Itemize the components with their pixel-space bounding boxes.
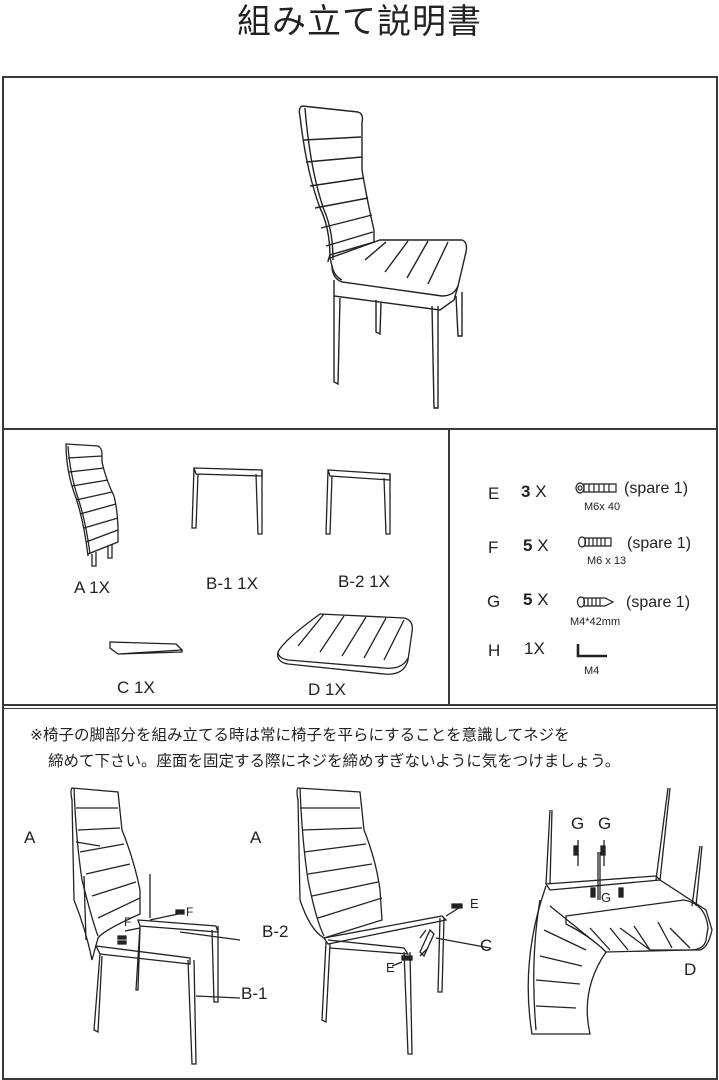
hardware-size: M4	[584, 665, 600, 677]
step3-label-g-right: G	[598, 814, 612, 833]
hero-panel	[2, 76, 718, 1080]
step2-label-e-bottom: E	[386, 960, 395, 975]
step1-illustration	[0, 780, 300, 1080]
step3-label-d: D	[684, 960, 697, 979]
step2-label-a: A	[250, 828, 262, 847]
part-b2-leg-frame-illustration	[324, 468, 394, 536]
hardware-qty: 5 X	[523, 536, 549, 555]
divider	[2, 708, 718, 709]
hardware-qty: 1X	[524, 639, 545, 658]
wood-screw-icon	[577, 596, 615, 608]
divider	[2, 428, 718, 430]
hardware-size: M6 x 13	[587, 555, 627, 567]
hardware-letter: F	[488, 538, 499, 557]
bolt-icon	[575, 482, 617, 494]
part-c-bracket-illustration	[108, 640, 184, 660]
part-c-label: C 1X	[117, 678, 155, 697]
part-a-label: A 1X	[74, 578, 110, 597]
step1-label-b2: B-2	[262, 922, 289, 941]
document-title: 組み立て説明書	[237, 2, 482, 42]
divider	[448, 428, 450, 705]
assembly-note: ※椅子の脚部分を組み立てる時は常に椅子を平らにすることを意識してネジを 締めて下…	[30, 722, 700, 774]
step2-illustration	[290, 780, 490, 1080]
allen-key-icon	[575, 642, 609, 660]
step3-label-g-center: G	[601, 890, 612, 905]
step1-label-f-side: F	[124, 915, 132, 929]
step3-illustration	[510, 780, 710, 1040]
hardware-letter: E	[488, 484, 500, 503]
hardware-spare: (spare 1)	[624, 480, 689, 497]
part-b1-label: B-1 1X	[206, 574, 258, 593]
step2-label-e-top: E	[470, 896, 479, 911]
part-a-backrest-illustration	[62, 442, 126, 558]
hardware-size: M6x 40	[584, 501, 621, 513]
part-d-label: D 1X	[308, 680, 346, 699]
hardware-qty: 5 X	[523, 590, 549, 609]
hardware-spare: (spare 1)	[627, 535, 692, 552]
step1-label-a: A	[24, 828, 36, 847]
part-d-seat-illustration	[274, 612, 416, 678]
part-b2-label: B-2 1X	[338, 572, 390, 591]
note-line-1: ※椅子の脚部分を組み立てる時は常に椅子を平らにすることを意識してネジを	[30, 726, 570, 744]
hardware-letter: H	[488, 641, 501, 660]
hardware-qty: 3 X	[521, 482, 547, 501]
step2-label-c: C	[480, 936, 493, 955]
hardware-spare: (spare 1)	[626, 594, 691, 611]
part-b1-leg-frame-illustration	[190, 466, 266, 534]
divider	[2, 704, 718, 706]
step3-label-g-left: G	[571, 814, 585, 833]
note-line-2: 締めて下さい。座面を固定する際にネジを締めすぎないように気をつけましょう。	[48, 752, 621, 770]
step1-label-b1: B-1	[241, 984, 268, 1003]
short-bolt-icon	[578, 536, 612, 548]
assembled-chair-illustration	[290, 100, 480, 410]
step1-label-f-top: F	[186, 905, 194, 919]
hardware-letter: G	[487, 592, 501, 611]
hardware-size: M4*42mm	[570, 616, 621, 628]
